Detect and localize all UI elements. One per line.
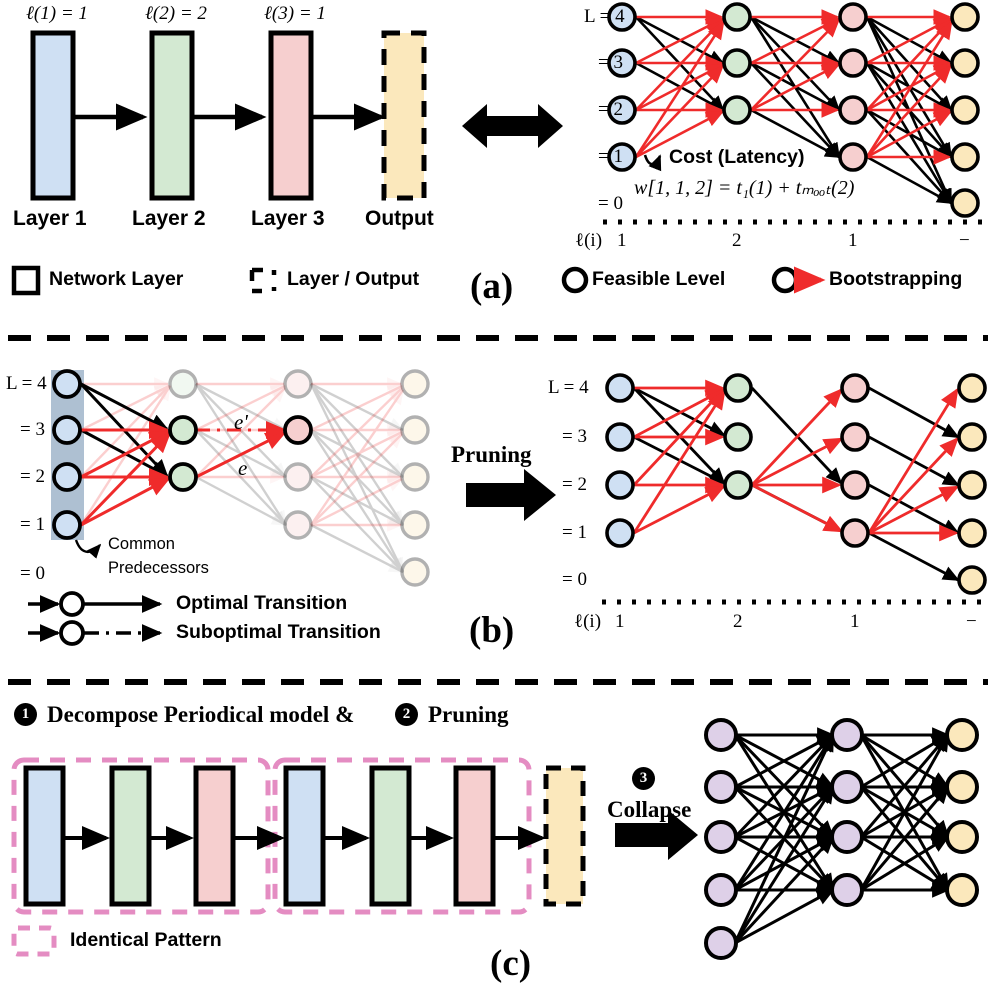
column-label-b-2: 2 [733,611,743,632]
step-3-number: 3 [632,767,655,790]
step-3-label: Collapse [607,797,692,822]
bar-label-layer-3: Layer 3 [251,207,325,230]
panel-a-right-legend-icons [561,266,826,294]
row-label-br-0: = 0 [562,569,587,590]
row-label-br-2: = 2 [562,474,587,495]
bar-label-layer-2: Layer 2 [132,207,206,230]
row-label-a-1: = 1 [598,146,623,167]
panel-b-legend-icons [28,591,163,646]
panel-a-left-legend-icons [11,265,277,296]
row-label-bl-2: = 2 [20,466,45,487]
legend-optimal-transition-label: Optimal Transition [176,592,348,614]
column-label-b-4: − [966,611,977,632]
row-label-br-3: = 3 [562,426,587,447]
column-label-a-1: 1 [617,230,627,251]
level-label-1: ℓ(1) = 1 [26,3,88,24]
panel-c-caption: (c) [490,943,532,984]
row-label-br-4: L = 4 [548,377,589,398]
panel-a-caption: (a) [470,266,514,307]
level-label-2: ℓ(2) = 2 [145,3,207,24]
panel-a-block-diagram [30,30,427,201]
step-2-number: 2 [395,703,418,726]
panel-c-block-diagram [11,757,586,915]
panel-b-right-trellis [602,373,988,605]
level-label-3: ℓ(3) = 1 [264,3,326,24]
pruning-arrow-icon [466,469,556,521]
collapse-arrow-icon [615,810,698,860]
panel-c-legend-icon [11,925,57,957]
axis-label-a: ℓ(i) [575,230,603,251]
panel-a-trellis [603,2,990,225]
row-label-a-4: L = 4 [584,6,625,27]
row-label-a-3: = 3 [598,52,623,73]
panel-c-collapsed-network [704,718,979,960]
bar-label-output: Output [365,207,434,230]
legend-suboptimal-transition-label: Suboptimal Transition [176,621,381,643]
column-label-a-4: − [959,230,970,251]
callout-predecessors: Predecessors [108,559,209,577]
row-label-bl-1: = 1 [20,514,45,535]
legend-identical-pattern-label: Identical Pattern [70,929,222,951]
edge-label-e: e [238,456,248,480]
step-2-label: Pruning [428,702,509,727]
row-label-a-0: = 0 [598,193,623,214]
pruning-label: Pruning [451,442,532,467]
row-label-bl-4: L = 4 [6,373,47,394]
axis-label-b: ℓ(i) [574,611,602,632]
column-label-b-1: 1 [615,611,625,632]
column-label-b-3: 1 [850,611,860,632]
legend-network-layer-label: Network Layer [49,268,184,290]
edge-label-e-prime: e' [234,410,248,434]
bar-label-layer-1: Layer 1 [13,207,87,230]
row-label-a-2: = 2 [598,99,623,120]
callout-common: Common [108,535,175,553]
row-label-bl-0: = 0 [20,563,45,584]
cost-annotation-formula: w[1, 1, 2] = t₁(1) + tₘₒₒₜ(2) [634,177,855,199]
legend-bootstrapping-label: Bootstrapping [829,268,963,290]
row-label-br-1: = 1 [562,522,587,543]
legend-feasible-level-label: Feasible Level [592,268,726,290]
step-1-number: 1 [14,703,37,726]
column-label-a-2: 2 [732,230,742,251]
legend-layer-output-label: Layer / Output [287,268,420,290]
panel-b-caption: (b) [469,610,515,651]
edge-e [195,431,287,479]
cost-annotation-title: Cost (Latency) [669,146,805,168]
column-label-a-3: 1 [848,230,858,251]
panel-b-left-trellis [51,369,430,587]
row-label-bl-3: = 3 [20,419,45,440]
equivalence-arrow-icon [462,104,563,148]
step-1-label: Decompose Periodical model & [47,702,355,727]
